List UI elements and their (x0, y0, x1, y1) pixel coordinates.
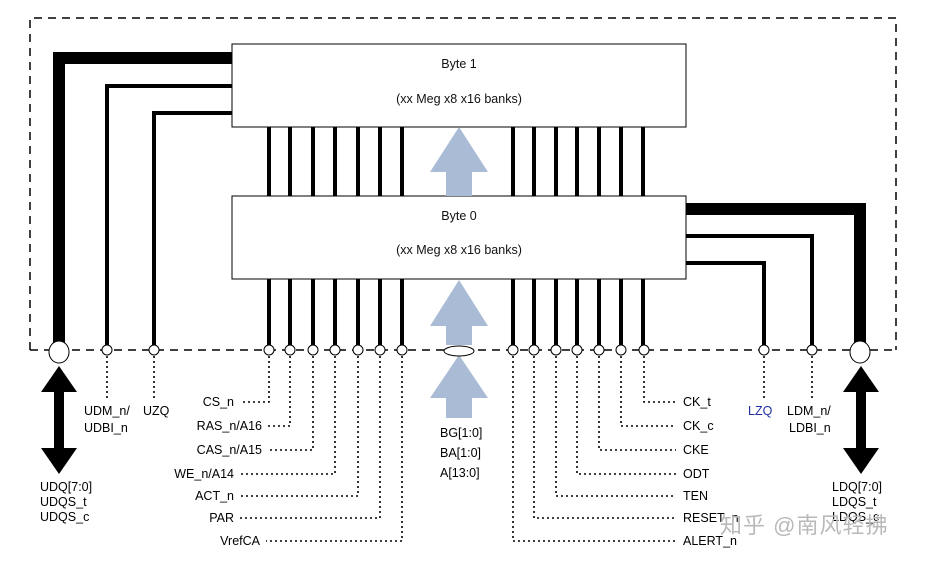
cke-label: CKE (683, 443, 709, 457)
act-n-label: ACT_n (195, 489, 234, 503)
ck-t-label: CK_t (683, 395, 711, 409)
ten-label: TEN (683, 489, 708, 503)
package-outline (29, 17, 897, 350)
ldm-wire (686, 234, 814, 349)
lzq-pin (758, 344, 770, 356)
odt-label: ODT (683, 467, 710, 481)
uzq-pin (148, 344, 160, 356)
byte0-right-bus (686, 203, 866, 349)
watermark: 知乎 @南风轻拂 (720, 513, 889, 538)
byte0-to-pin-wires (267, 279, 645, 346)
reset-n-label: RESET_n (683, 511, 739, 525)
udq-bidir-arrow (41, 366, 77, 474)
udq-label-line2: UDQS_t (40, 495, 87, 509)
pin-to-byte0-arrow (430, 280, 488, 345)
byte1-subtitle: (xx Meg x8 x16 banks) (396, 92, 522, 106)
vrefca-label: VrefCA (220, 534, 260, 548)
dotted-leaders (106, 356, 813, 542)
byte1-block (231, 43, 687, 128)
bidirectional-arrows (41, 366, 879, 474)
byte0-block (231, 195, 687, 280)
ldq-pin (849, 340, 871, 364)
par-label: PAR (209, 511, 234, 525)
we-n-label: WE_n/A14 (174, 467, 234, 481)
udm-wire (105, 84, 232, 349)
cs-n-label: CS_n (202, 395, 234, 409)
byte0-title: Byte 0 (441, 209, 477, 223)
udq-label-line3: UDQS_c (40, 510, 90, 524)
bg-label: BG[1:0] (440, 426, 483, 440)
pins (48, 340, 871, 364)
udm-label-line1: UDM_n/ (84, 404, 130, 418)
ras-n-label: RAS_n/A16 (196, 419, 262, 433)
lzq-label: LZQ (748, 404, 773, 418)
ldq-label-line1: LDQ[7:0] (832, 480, 883, 494)
byte1-title: Byte 1 (441, 57, 477, 71)
byte1-left-bus (53, 52, 232, 349)
ldq-bus (686, 203, 866, 344)
lzq-wire (686, 261, 766, 349)
ck-c-label: CK_c (683, 419, 714, 433)
address-input-arrow (430, 355, 488, 418)
ldq-label-line2: LDQS_t (832, 495, 877, 509)
ldq-label-line3: LDQS_c (832, 510, 880, 524)
a-label: A[13:0] (440, 466, 480, 480)
cas-n-label: CAS_n/A15 (196, 443, 262, 457)
inter-byte-wires (267, 127, 645, 196)
ldq-bidir-arrow (843, 366, 879, 474)
address-arrows (430, 127, 488, 418)
ldm-label-line1: LDM_n/ (787, 404, 831, 418)
ldm-label-line2: LDBI_n (789, 421, 831, 435)
uzq-label: UZQ (143, 404, 170, 418)
byte0-subtitle: (xx Meg x8 x16 banks) (396, 243, 522, 257)
udm-label-line2: UDBI_n (84, 421, 128, 435)
udq-label-line1: UDQ[7:0] (40, 480, 93, 494)
udq-bus (53, 52, 232, 344)
ba-label: BA[1:0] (440, 446, 481, 460)
alert-n-label: ALERT_n (683, 534, 737, 548)
byte0-to-byte1-arrow (430, 127, 488, 196)
udm-pin (101, 344, 113, 356)
udq-pin (48, 340, 70, 364)
address-pin (443, 345, 475, 357)
ldm-pin (806, 344, 818, 356)
uzq-wire (152, 111, 232, 349)
